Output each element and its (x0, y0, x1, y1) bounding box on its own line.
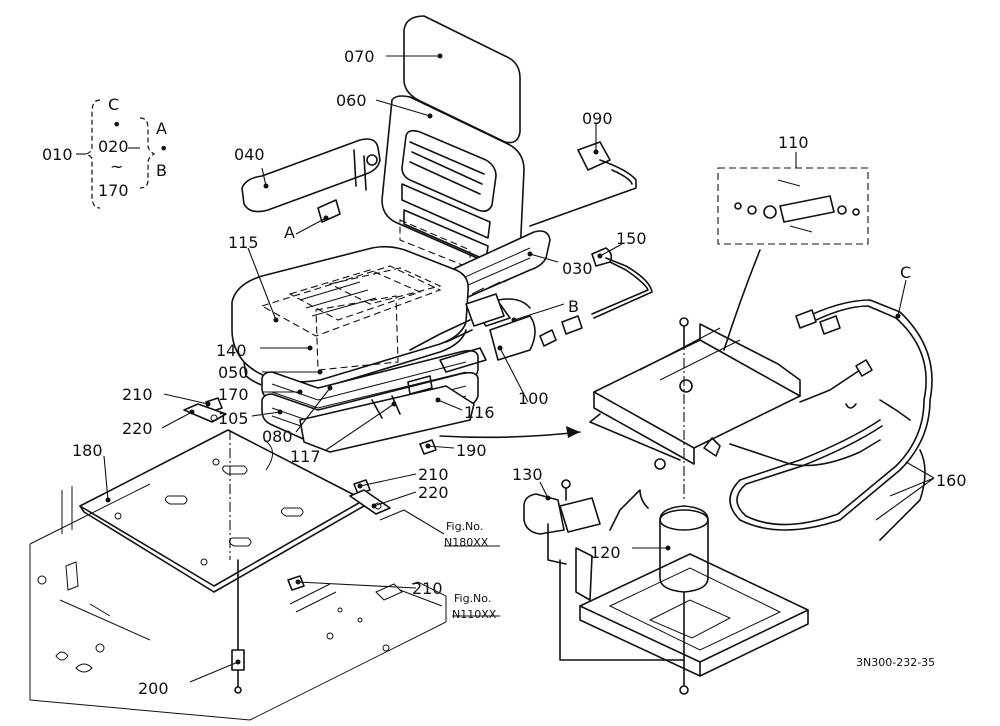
label-170: 170 (218, 385, 249, 404)
label-ref-a: A (284, 223, 295, 242)
leader-lines (103, 53, 935, 683)
label-110: 110 (778, 133, 809, 152)
left-armrest-part (241, 138, 381, 223)
connector-150-part (539, 247, 653, 347)
label-130: 130 (512, 465, 543, 484)
label-210-c: 210 (412, 579, 443, 598)
legend-c: C (108, 95, 119, 114)
seat-base-plate-right (579, 553, 809, 695)
legend-170: 170 (98, 181, 129, 200)
label-220-b: 220 (418, 483, 449, 502)
label-040: 040 (234, 145, 265, 164)
fig-ref-label-1: Fig.No. (446, 520, 483, 533)
switch-090-part (529, 141, 637, 227)
label-ref-c: C (900, 263, 911, 282)
label-070: 070 (344, 47, 375, 66)
label-210-b: 210 (418, 465, 449, 484)
seat-belt-part (409, 293, 531, 351)
drawing-code: 3N300-232-35 (856, 656, 935, 669)
label-200: 200 (138, 679, 169, 698)
label-ref-b: B (568, 297, 579, 316)
label-090: 090 (582, 109, 613, 128)
label-115: 115 (228, 233, 259, 252)
label-080: 080 (262, 427, 293, 446)
assembly-arrow (439, 426, 581, 439)
slide-rail-part (589, 317, 801, 470)
label-105: 105 (218, 409, 249, 428)
suspension-part (261, 303, 536, 453)
legend-dot-1: • (112, 115, 121, 134)
label-050: 050 (218, 363, 249, 382)
legend-a: A (156, 119, 167, 138)
base-plate-part (79, 429, 365, 593)
legend-dot-2: • (159, 139, 168, 158)
label-150: 150 (616, 229, 647, 248)
wiring-harness-160 (703, 299, 933, 541)
compressor-120-part (609, 340, 709, 641)
label-120: 120 (590, 543, 621, 562)
label-030: 030 (562, 259, 593, 278)
label-117: 117 (290, 447, 321, 466)
label-100: 100 (518, 389, 549, 408)
label-180: 180 (72, 441, 103, 460)
label-220-a: 220 (122, 419, 153, 438)
fig-ref-label-2: Fig.No. (454, 592, 491, 605)
legend-tilde: ~ (110, 157, 123, 176)
label-116: 116 (464, 403, 495, 422)
hardware-fasteners (183, 397, 437, 694)
legend-010: 010 (42, 145, 73, 164)
detail-box-110 (717, 167, 869, 351)
label-210-a: 210 (122, 385, 153, 404)
label-140: 140 (216, 341, 247, 360)
fig-ref-number-1: N180XX (444, 536, 489, 549)
legend-b: B (156, 161, 167, 180)
label-190: 190 (456, 441, 487, 460)
part-labels: 070 060 040 A 030 115 140 050 170 105 08… (42, 47, 967, 698)
label-160: 160 (936, 471, 967, 490)
legend-020: 020 (98, 137, 129, 156)
label-060: 060 (336, 91, 367, 110)
fig-ref-number-2: N110XX (452, 608, 497, 621)
part-range-legend (76, 99, 156, 209)
motor-130-part (523, 479, 685, 661)
